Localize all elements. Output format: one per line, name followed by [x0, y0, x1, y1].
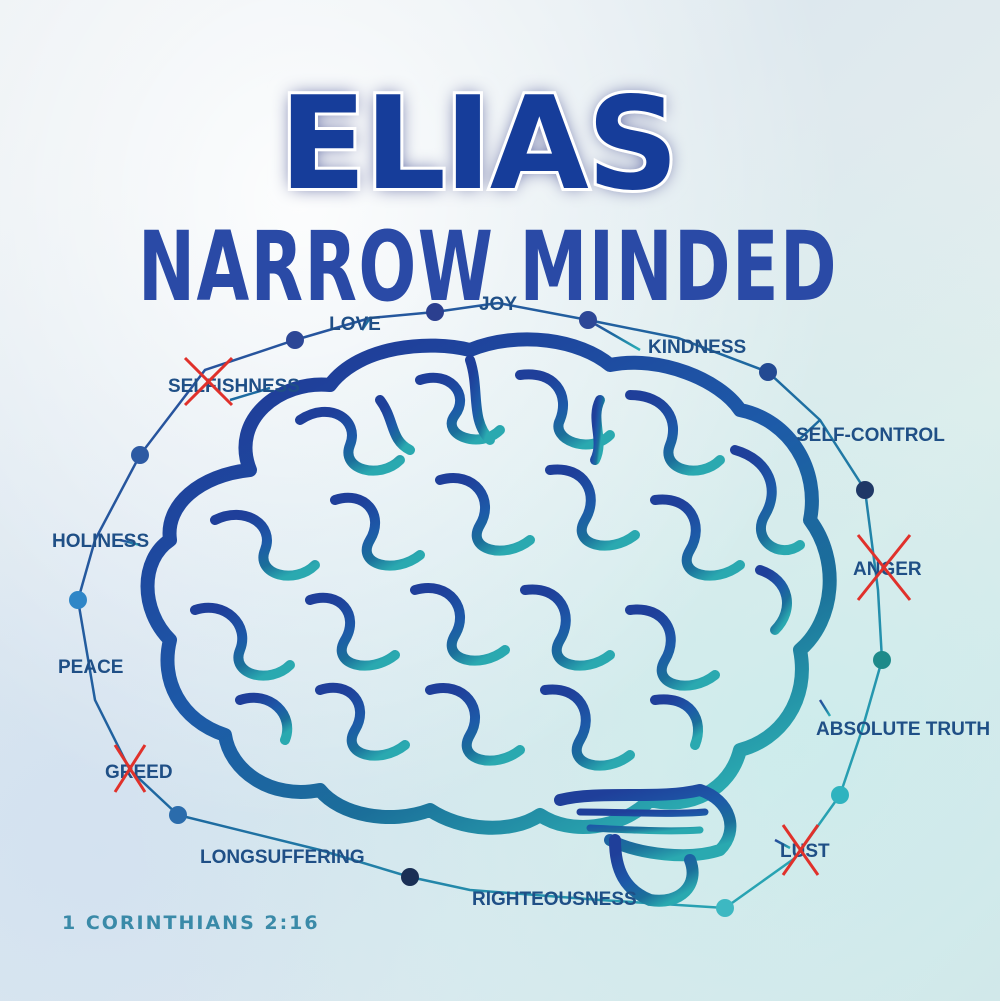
label-peace: PEACE [58, 657, 123, 678]
artist-title: ELIAS [279, 70, 677, 219]
cross-selfishness [183, 356, 234, 407]
label-self-control: SELF-CONTROL [796, 425, 945, 446]
cross-lust [781, 824, 820, 876]
label-kindness: KINDNESS [648, 337, 746, 358]
strike-marks [113, 356, 912, 876]
label-righteousness: RIGHTEOUSNESS [472, 889, 637, 910]
label-lust: LUST [780, 841, 830, 862]
cross-anger [856, 534, 912, 601]
label-absolute-truth: ABSOLUTE TRUTH [816, 719, 990, 740]
ring-nodes [69, 303, 891, 917]
label-holiness: HOLINESS [52, 531, 149, 552]
label-love: LOVE [329, 314, 381, 335]
label-greed: GREED [105, 762, 173, 783]
verse-reference: 1 CORINTHIANS 2:16 [62, 912, 320, 934]
virtue-labels: JOY LOVE KINDNESS SELFISHNESS SELF-CONTR… [52, 294, 990, 910]
label-longsuffering: LONGSUFFERING [200, 847, 365, 868]
label-joy: JOY [479, 294, 517, 315]
label-selfishness: SELFISHNESS [168, 376, 300, 397]
thought-ring [76, 290, 884, 910]
cross-greed [113, 744, 147, 793]
brain-illustration [140, 332, 837, 907]
